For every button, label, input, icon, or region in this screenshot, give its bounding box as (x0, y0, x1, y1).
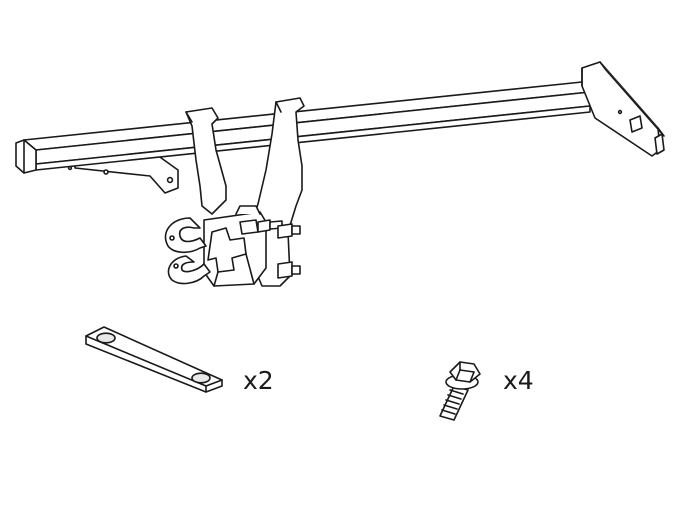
flange-bolt-quantity: x4 (503, 366, 534, 395)
right-mounting-bracket (581, 61, 665, 157)
tow-bar-assembly (15, 61, 665, 287)
fixing-bolts (239, 219, 301, 279)
cross-beam (15, 81, 591, 174)
mounting-plate-quantity: x2 (243, 366, 274, 395)
coupling-block (203, 205, 267, 287)
hook-rings (164, 217, 211, 285)
mounting-plate-icon (85, 326, 223, 393)
flange-bolt-icon (439, 361, 481, 421)
